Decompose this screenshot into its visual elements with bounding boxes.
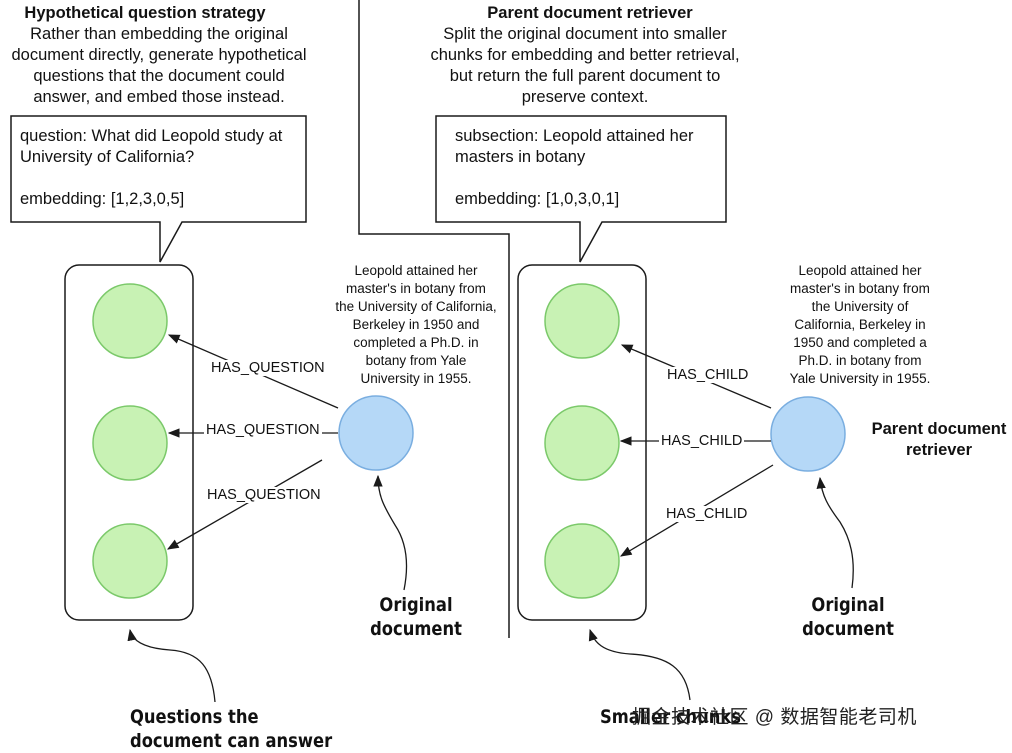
left-question-group-box (64, 264, 194, 621)
chunk-node-1[interactable] (544, 283, 620, 359)
right-edge-2-label: HAS_CHILD (659, 433, 745, 449)
chunk-node-2[interactable] (544, 405, 620, 481)
parent-document-retriever-label: Parent document retriever (871, 420, 1007, 459)
left-edge-3-label: HAS_QUESTION (205, 487, 323, 503)
left-edge-2-label: HAS_QUESTION (204, 422, 322, 438)
right-edge-3-label: HAS_CHLID (664, 506, 750, 522)
right-original-pointer-arrow (816, 476, 854, 589)
right-panel-title: Parent document retriever (487, 4, 693, 22)
left-original-document-node[interactable] (338, 395, 414, 471)
question-node-3[interactable] (92, 523, 168, 599)
left-original-pointer-arrow (373, 474, 408, 591)
left-edge-1-label: HAS_QUESTION (209, 360, 327, 376)
right-panel-description: Split the original document into smaller… (430, 25, 740, 106)
left-callout-text: question: What did Leopold study at Univ… (20, 127, 283, 208)
left-source-document-text: Leopold attained her master's in botany … (335, 263, 497, 386)
watermark-text: 掘金技术社区 @ 数据智能老司机 (632, 707, 917, 728)
left-group-pointer-arrow (127, 628, 216, 703)
chunk-node-3[interactable] (544, 523, 620, 599)
left-original-document-label: Original document (370, 594, 462, 640)
left-panel-title: Hypothetical question strategy (24, 4, 266, 22)
right-original-document-label: Original document (802, 594, 894, 640)
left-panel-description: Rather than embedding the original docum… (11, 25, 307, 106)
question-node-1[interactable] (92, 283, 168, 359)
panel-divider (358, 0, 510, 638)
right-callout-text: subsection: Leopold attained her masters… (455, 127, 694, 208)
question-node-2[interactable] (92, 405, 168, 481)
right-edge-1-label: HAS_CHILD (665, 367, 751, 383)
left-callout-bubble (10, 115, 307, 263)
right-chunk-group-box (517, 264, 647, 621)
right-group-pointer-arrow (588, 628, 691, 701)
right-callout-bubble (435, 115, 727, 263)
questions-group-label: Questions the document can answer (130, 706, 333, 752)
right-source-document-text: Leopold attained her master's in botany … (789, 263, 931, 386)
parent-document-node[interactable] (770, 396, 846, 472)
smaller-chunks-label: Smaller chunks (600, 706, 742, 728)
left-edge-3-line (166, 459, 323, 550)
